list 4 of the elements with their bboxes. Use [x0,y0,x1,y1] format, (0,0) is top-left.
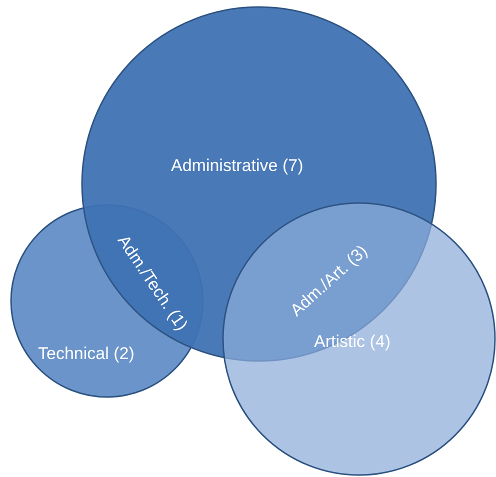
set-label: Administrative (7) [171,156,304,176]
set-label: Technical (2) [38,344,134,364]
set-label: Artistic (4) [314,332,390,352]
venn-circle [222,202,496,476]
